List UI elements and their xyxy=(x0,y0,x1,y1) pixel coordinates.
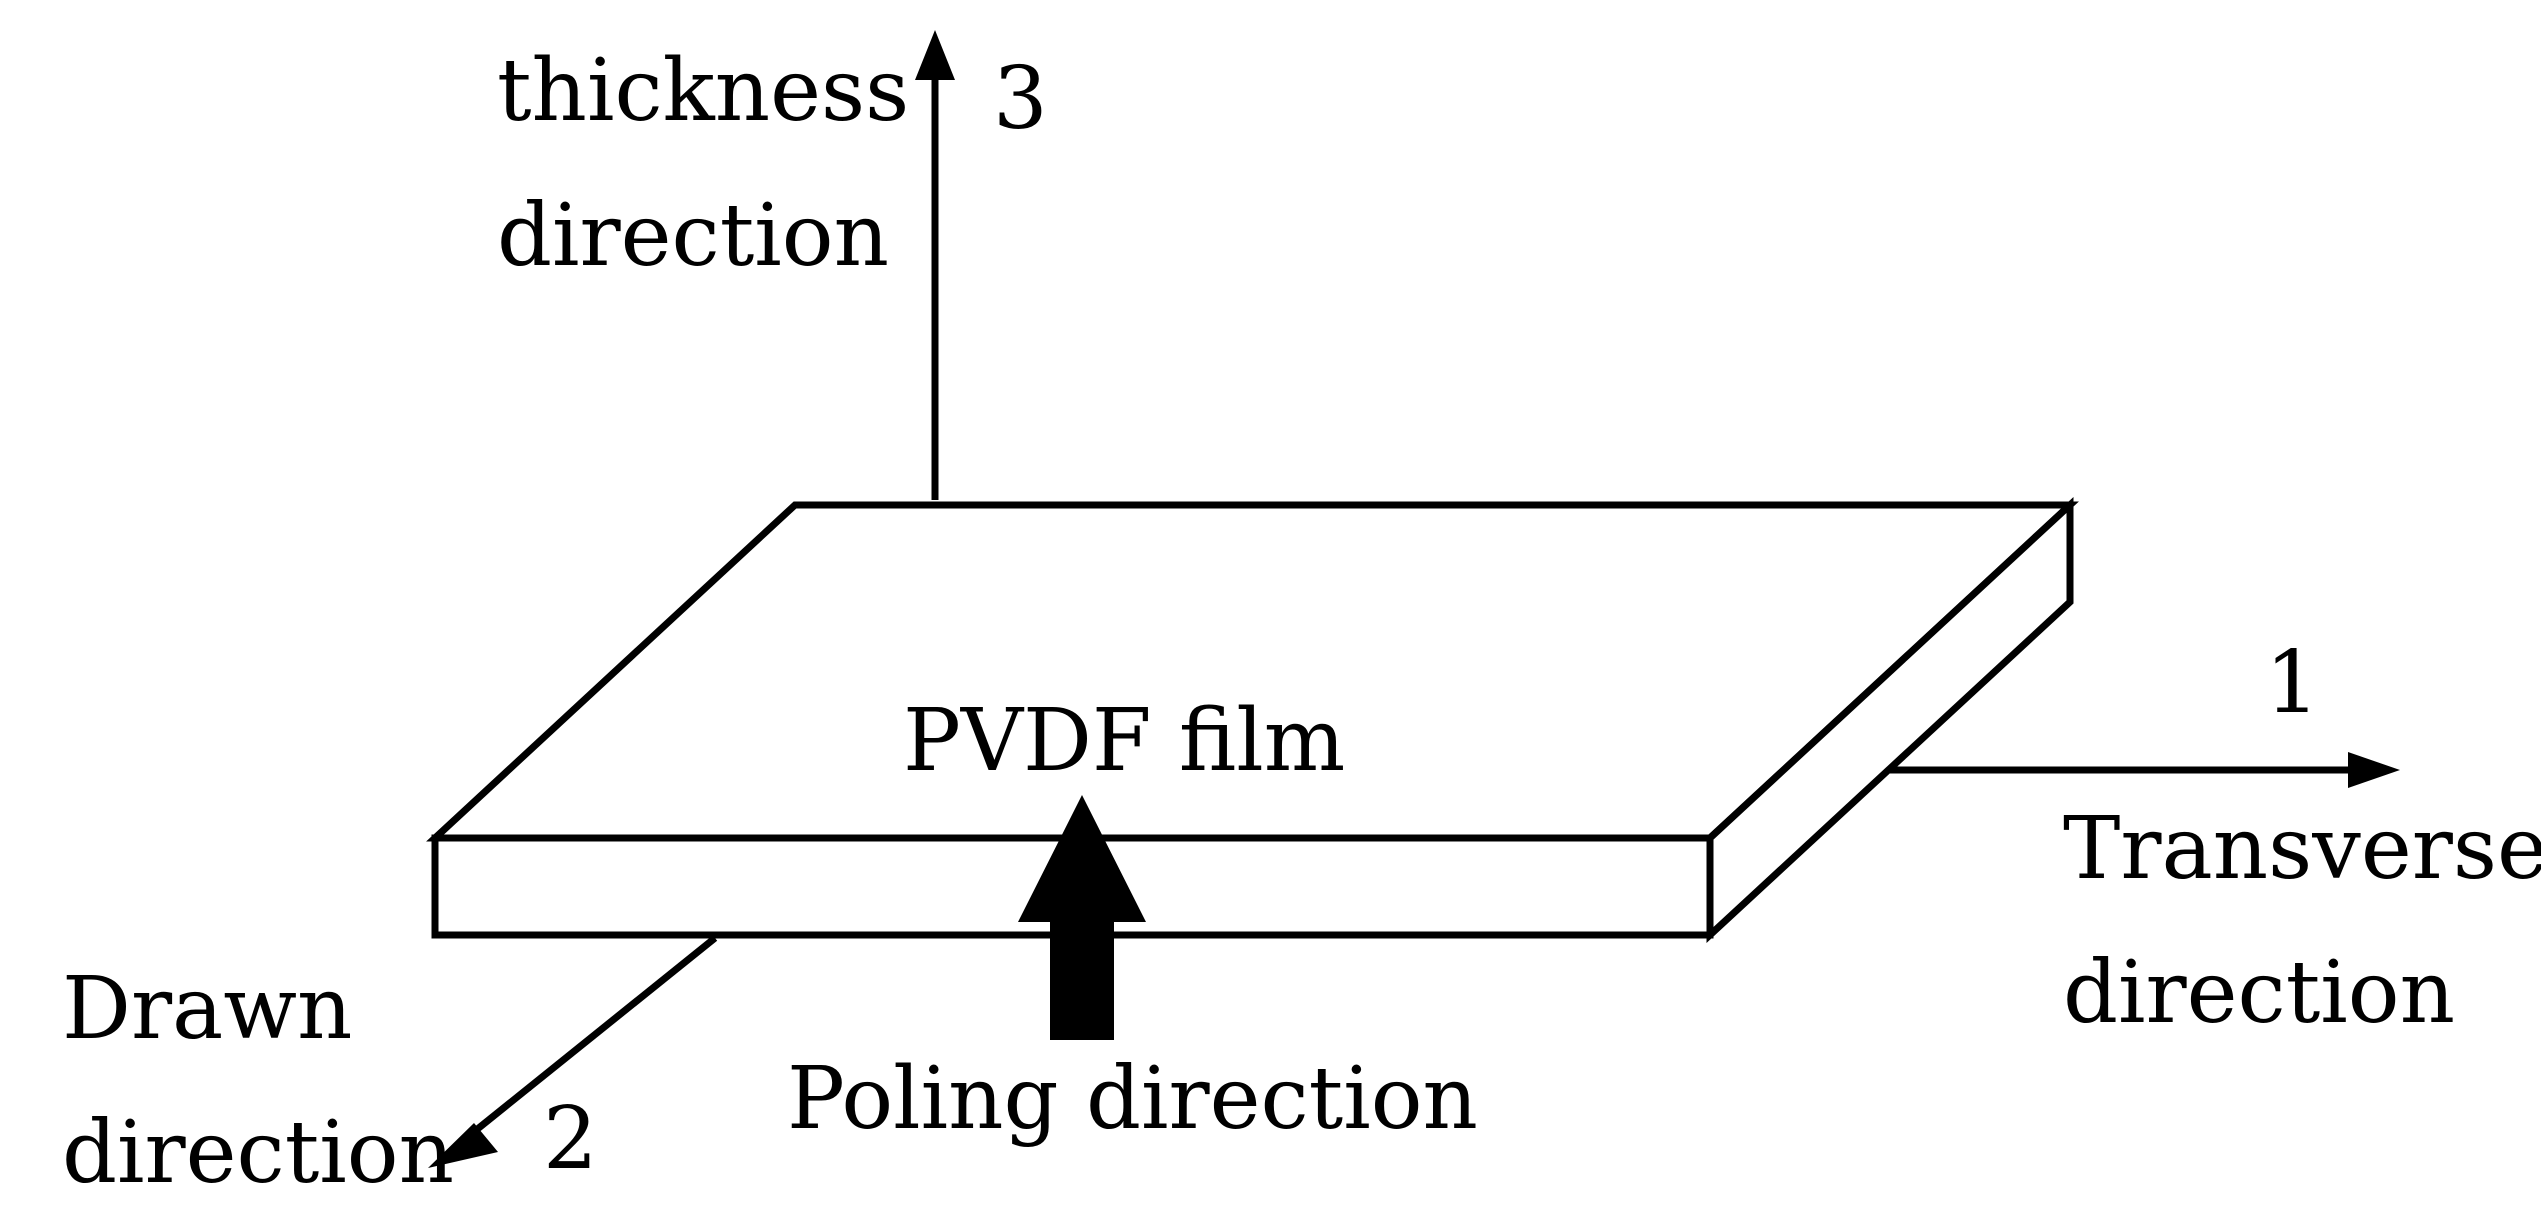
axis-3-label-line2: direction xyxy=(497,186,889,286)
poling-direction-arrow xyxy=(1018,795,1146,1040)
axis-3-number: 3 xyxy=(993,49,1048,149)
axis-2-number: 2 xyxy=(543,1089,598,1189)
axis-1-arrow xyxy=(1890,752,2400,788)
axis-1-label-line1: Transverse xyxy=(2063,799,2541,899)
film-side-face xyxy=(1706,496,2074,944)
film-label: PVDF film xyxy=(903,691,1345,791)
axis-2-label-line1: Drawn xyxy=(62,959,352,1059)
axis-3-label-line1: thickness xyxy=(497,41,909,141)
axis-3-arrow xyxy=(915,30,955,500)
axis-2-arrow xyxy=(428,935,718,1168)
axis-2-label-line2: direction xyxy=(62,1103,454,1203)
axis-1-label-line2: direction xyxy=(2063,943,2455,1043)
poling-label: Poling direction xyxy=(787,1049,1478,1149)
axis-1-number: 1 xyxy=(2265,633,2320,733)
pvdf-film-slab xyxy=(426,496,2079,944)
